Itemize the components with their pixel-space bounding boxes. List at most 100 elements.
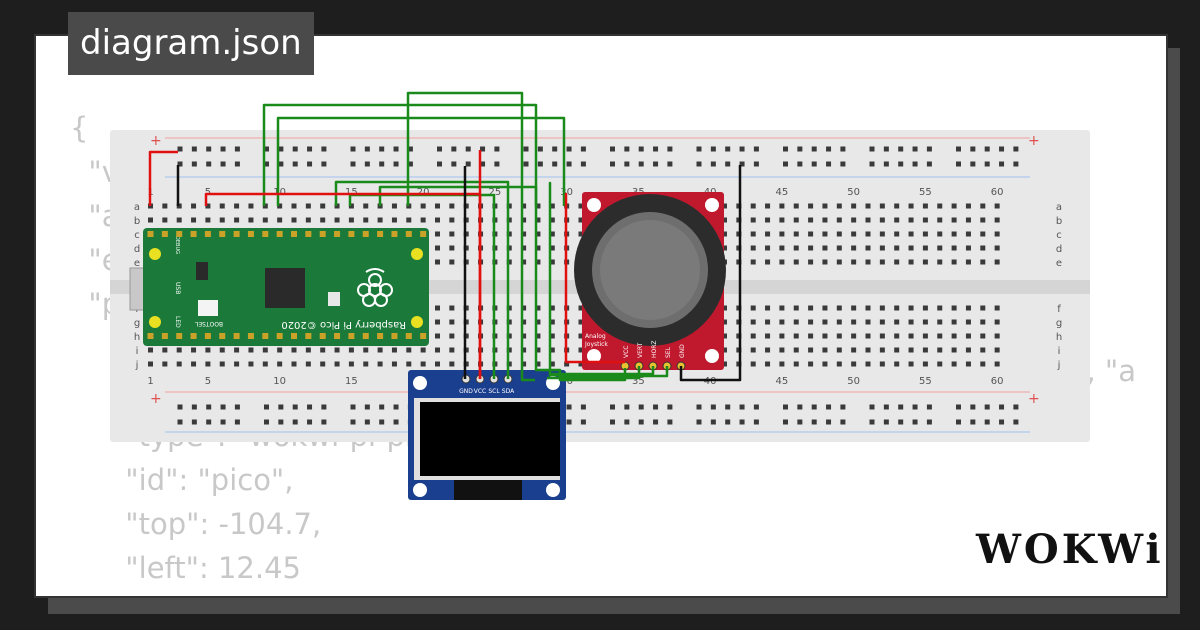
breadboard-hole[interactable]: [836, 203, 842, 209]
rail-hole[interactable]: [393, 419, 399, 425]
breadboard-hole[interactable]: [162, 217, 168, 223]
breadboard-hole[interactable]: [406, 347, 412, 353]
breadboard-hole[interactable]: [320, 347, 326, 353]
rail-hole[interactable]: [220, 146, 226, 152]
pico-pin[interactable]: [204, 231, 211, 237]
breadboard-hole[interactable]: [549, 203, 555, 209]
breadboard-hole[interactable]: [965, 259, 971, 265]
rail-hole[interactable]: [956, 146, 961, 152]
breadboard-hole[interactable]: [722, 347, 727, 353]
breadboard-hole[interactable]: [549, 347, 555, 353]
breadboard-hole[interactable]: [449, 347, 455, 353]
rail-hole[interactable]: [883, 419, 889, 425]
breadboard-hole[interactable]: [808, 361, 814, 367]
rail-hole[interactable]: [984, 419, 990, 425]
breadboard-hole[interactable]: [908, 319, 914, 325]
rail-hole[interactable]: [264, 146, 269, 152]
rail-hole[interactable]: [653, 419, 659, 425]
breadboard-hole[interactable]: [234, 217, 240, 223]
breadboard-hole[interactable]: [836, 333, 842, 339]
breadboard-hole[interactable]: [549, 333, 555, 339]
breadboard-hole[interactable]: [435, 245, 440, 251]
breadboard-hole[interactable]: [722, 361, 727, 367]
breadboard-hole[interactable]: [535, 305, 541, 311]
rail-hole[interactable]: [912, 404, 918, 410]
rail-hole[interactable]: [278, 161, 284, 167]
pico-pin[interactable]: [334, 231, 341, 237]
breadboard-hole[interactable]: [922, 333, 928, 339]
breadboard-hole[interactable]: [234, 347, 240, 353]
rail-hole[interactable]: [480, 161, 486, 167]
rail-hole[interactable]: [970, 404, 976, 410]
pico-pin[interactable]: [147, 231, 154, 237]
rail-hole[interactable]: [797, 419, 803, 425]
breadboard-hole[interactable]: [420, 347, 426, 353]
breadboard-hole[interactable]: [965, 245, 971, 251]
rail-hole[interactable]: [869, 419, 875, 425]
rail-hole[interactable]: [292, 161, 298, 167]
breadboard-hole[interactable]: [808, 347, 814, 353]
wire-green[interactable]: [550, 366, 655, 376]
breadboard-hole[interactable]: [750, 305, 756, 311]
rail-hole[interactable]: [725, 419, 731, 425]
breadboard-hole[interactable]: [549, 361, 555, 367]
breadboard-hole[interactable]: [980, 217, 986, 223]
breadboard-hole[interactable]: [980, 319, 986, 325]
breadboard-hole[interactable]: [420, 203, 426, 209]
rail-hole[interactable]: [379, 161, 385, 167]
rail-hole[interactable]: [753, 404, 759, 410]
breadboard-hole[interactable]: [722, 245, 727, 251]
breadboard-hole[interactable]: [779, 319, 785, 325]
breadboard-hole[interactable]: [879, 319, 885, 325]
rail-hole[interactable]: [696, 419, 702, 425]
breadboard-hole[interactable]: [406, 361, 412, 367]
breadboard-hole[interactable]: [277, 361, 283, 367]
breadboard-hole[interactable]: [793, 231, 799, 237]
pico-pin[interactable]: [233, 333, 240, 339]
breadboard-hole[interactable]: [851, 231, 857, 237]
breadboard-hole[interactable]: [262, 347, 268, 353]
rail-hole[interactable]: [869, 404, 875, 410]
pico-pin[interactable]: [305, 231, 312, 237]
rail-hole[interactable]: [725, 404, 731, 410]
breadboard-hole[interactable]: [937, 217, 943, 223]
rail-hole[interactable]: [956, 404, 961, 410]
rail-hole[interactable]: [956, 161, 961, 167]
breadboard-hole[interactable]: [334, 361, 340, 367]
rail-hole[interactable]: [191, 161, 197, 167]
pico-pin[interactable]: [405, 231, 412, 237]
breadboard-hole[interactable]: [937, 319, 943, 325]
breadboard-hole[interactable]: [521, 347, 527, 353]
breadboard-hole[interactable]: [176, 217, 182, 223]
breadboard-hole[interactable]: [449, 333, 455, 339]
rail-hole[interactable]: [840, 146, 846, 152]
breadboard-hole[interactable]: [965, 231, 971, 237]
breadboard-hole[interactable]: [879, 305, 885, 311]
breadboard-hole[interactable]: [793, 305, 799, 311]
breadboard-hole[interactable]: [535, 231, 541, 237]
breadboard-hole[interactable]: [865, 347, 871, 353]
breadboard-hole[interactable]: [965, 203, 971, 209]
pico-pin[interactable]: [420, 231, 427, 237]
breadboard-hole[interactable]: [578, 319, 584, 325]
breadboard-hole[interactable]: [320, 203, 326, 209]
breadboard-hole[interactable]: [922, 203, 928, 209]
breadboard-hole[interactable]: [449, 245, 455, 251]
breadboard-hole[interactable]: [406, 217, 412, 223]
breadboard-hole[interactable]: [822, 333, 828, 339]
pico-pin[interactable]: [377, 231, 384, 237]
rail-hole[interactable]: [898, 404, 904, 410]
rail-hole[interactable]: [393, 146, 399, 152]
rail-hole[interactable]: [364, 419, 370, 425]
breadboard-hole[interactable]: [262, 361, 268, 367]
rail-hole[interactable]: [883, 146, 889, 152]
wire-green[interactable]: [406, 91, 535, 382]
rail-hole[interactable]: [710, 419, 716, 425]
breadboard-hole[interactable]: [535, 217, 541, 223]
rail-hole[interactable]: [624, 146, 630, 152]
breadboard-hole[interactable]: [176, 361, 182, 367]
rail-hole[interactable]: [1013, 161, 1019, 167]
breadboard-hole[interactable]: [793, 203, 799, 209]
rail-hole[interactable]: [956, 419, 961, 425]
rail-hole[interactable]: [811, 419, 817, 425]
